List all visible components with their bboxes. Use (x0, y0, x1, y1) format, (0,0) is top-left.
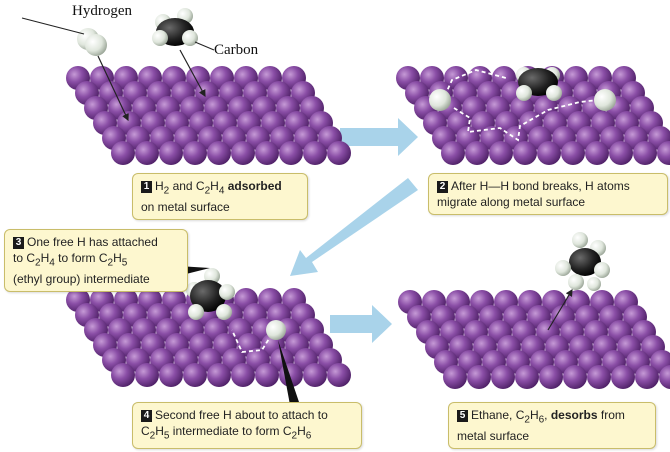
desorb-arrow (547, 288, 573, 331)
metal-atom (563, 365, 587, 389)
metal-atom (537, 141, 561, 165)
metal-atom (327, 141, 351, 165)
ethylene-molecule-icon (516, 67, 562, 101)
metal-surface-step-5 (398, 290, 670, 389)
hydrogen-label: Hydrogen (72, 3, 132, 19)
hydrogen-atom-icon (266, 320, 286, 340)
metal-atom (135, 141, 159, 165)
process-arrow-2-to-3 (290, 178, 418, 276)
metal-atom (585, 141, 609, 165)
callout-4-pointer (278, 340, 300, 405)
metal-atom (159, 363, 183, 387)
ethyl-intermediate-icon (186, 268, 235, 320)
metal-atom (159, 141, 183, 165)
hydrogen-atom-icon (594, 89, 616, 111)
metal-atom (111, 363, 135, 387)
metal-atom (491, 365, 515, 389)
metal-atom (303, 141, 327, 165)
hydrogen-pointer-line (21, 17, 85, 35)
carbon-pointer-line (194, 41, 215, 51)
metal-surface-step-1 (66, 66, 351, 165)
ethylene-molecule-icon (152, 8, 198, 46)
metal-atom (231, 363, 255, 387)
ethylene-landing-arrow (179, 49, 206, 98)
metal-atom (635, 365, 659, 389)
metal-atom (465, 141, 489, 165)
metal-atom (255, 363, 279, 387)
metal-atom (207, 363, 231, 387)
step-number: 2 (437, 181, 448, 193)
metal-atom (489, 141, 513, 165)
metal-atom (111, 141, 135, 165)
process-arrow-1-to-2 (340, 118, 418, 156)
metal-atom (279, 141, 303, 165)
metal-atom (633, 141, 657, 165)
metal-atom (207, 141, 231, 165)
metal-atom (513, 141, 537, 165)
metal-atom (231, 141, 255, 165)
step-number: 3 (13, 237, 24, 249)
hydrogen-landing-arrow (97, 55, 129, 122)
ethane-molecule-icon (555, 232, 610, 291)
carbon-label: Carbon (214, 42, 259, 58)
metal-atom (659, 365, 670, 389)
metal-atom (303, 363, 327, 387)
metal-atom (611, 365, 635, 389)
metal-atom (467, 365, 491, 389)
metal-atom (515, 365, 539, 389)
hydrogen-molecule-icon (77, 28, 107, 56)
metal-atom (609, 141, 633, 165)
metal-atom (539, 365, 563, 389)
metal-atom (443, 365, 467, 389)
metal-atom (561, 141, 585, 165)
step-number: 5 (457, 410, 468, 422)
metal-atom (183, 141, 207, 165)
migration-path (441, 69, 599, 142)
metal-atom (587, 365, 611, 389)
metal-atom (255, 141, 279, 165)
hydrogen-atom-icon (429, 89, 451, 111)
process-arrow-4-to-5 (330, 305, 392, 343)
step-number: 4 (141, 410, 152, 422)
metal-atom (441, 141, 465, 165)
migration-path (231, 329, 273, 353)
metal-atom (657, 141, 670, 165)
step-number: 1 (141, 181, 152, 193)
metal-atom (183, 363, 207, 387)
metal-atom (327, 363, 351, 387)
metal-atom (135, 363, 159, 387)
